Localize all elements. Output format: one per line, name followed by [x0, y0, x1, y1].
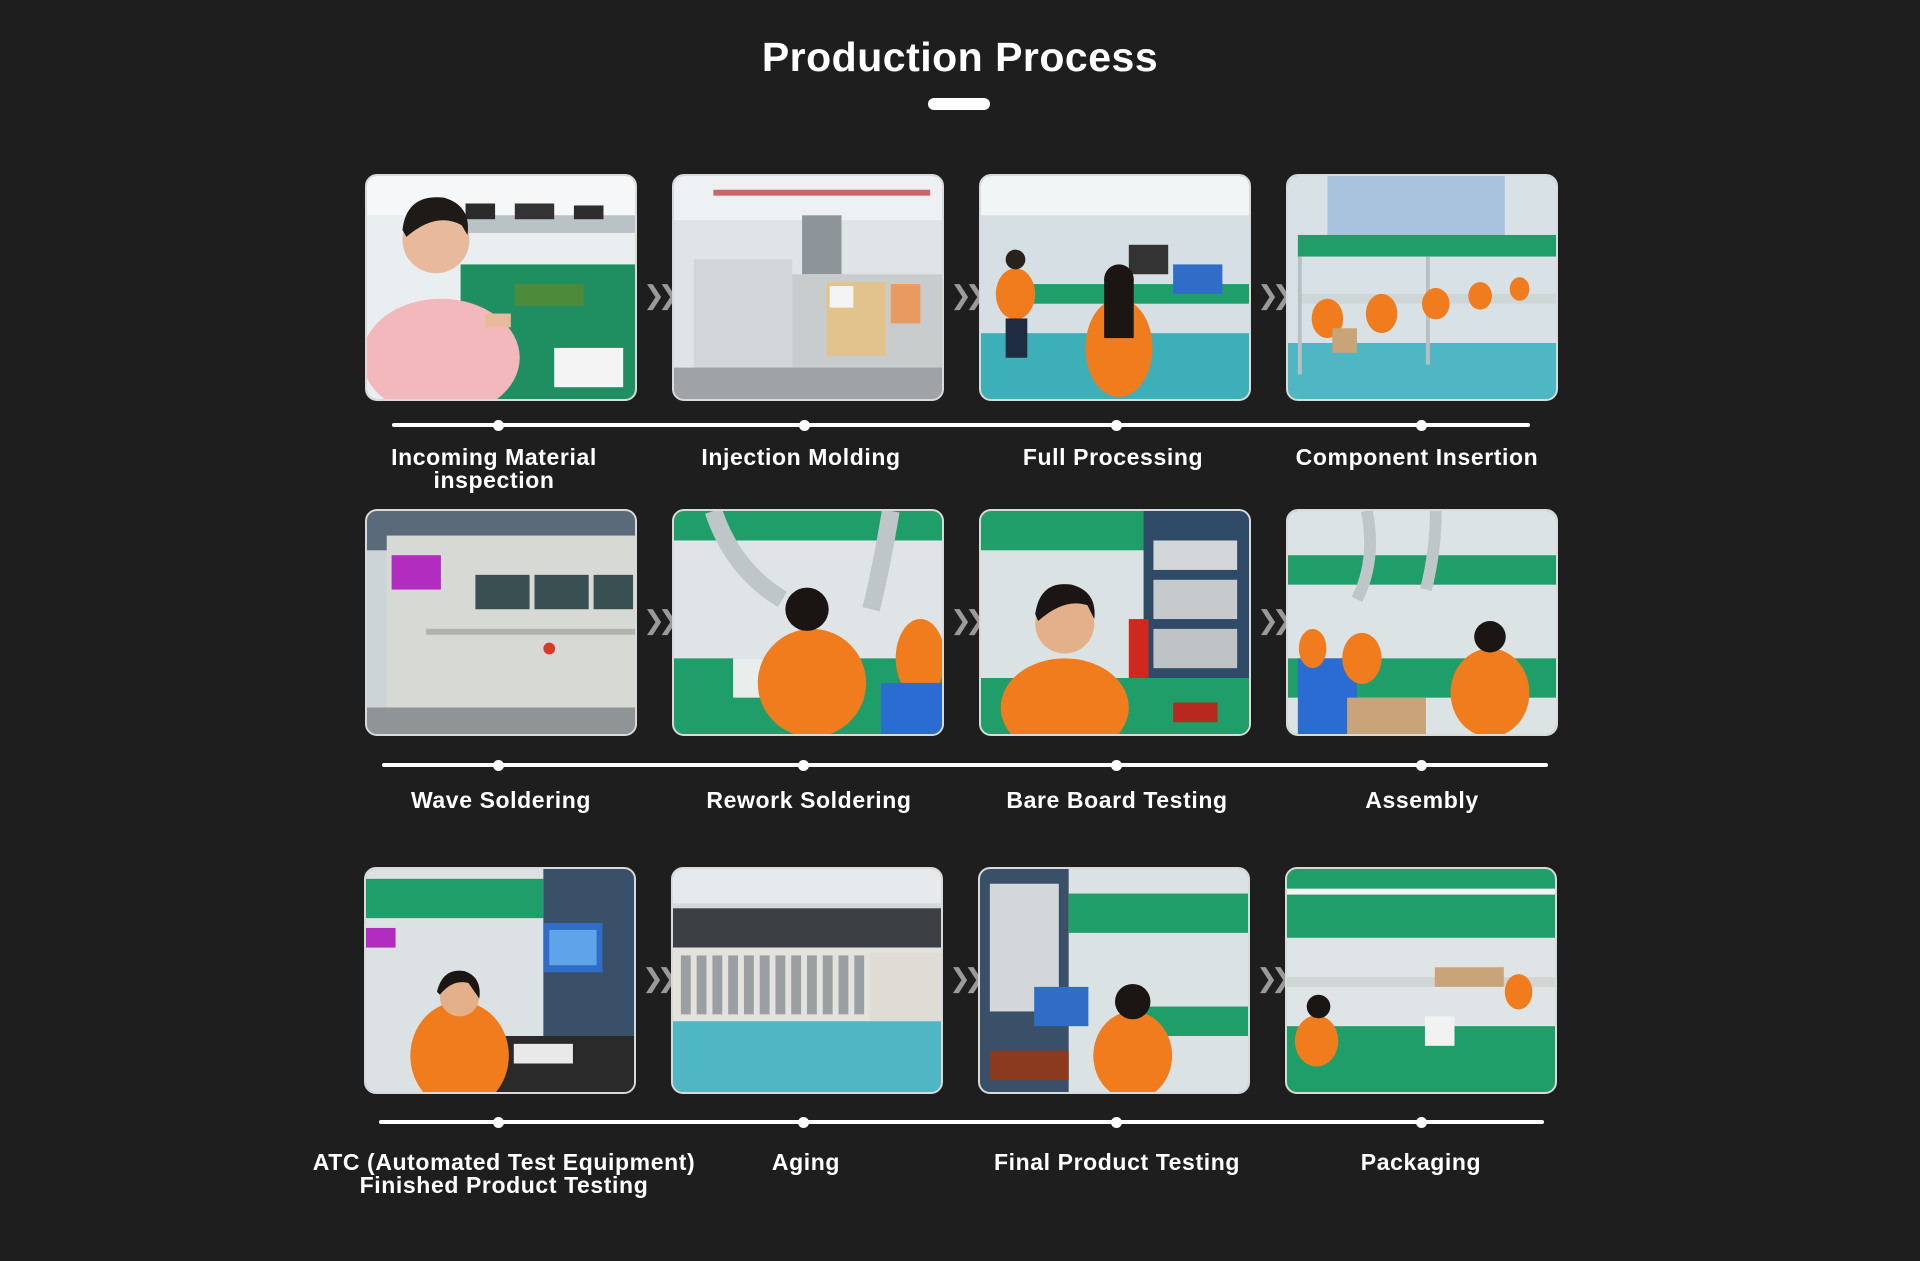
timeline-dot	[1111, 760, 1122, 771]
step-arrow-icon: ❯❯	[1257, 605, 1294, 635]
step-arrow-icon: ❯❯	[949, 963, 986, 993]
timeline-line	[392, 423, 1530, 427]
step-arrow-icon: ❯❯	[950, 280, 987, 310]
step-photo-component-insertion	[1286, 174, 1558, 401]
step-label: Injection Molding	[701, 444, 901, 470]
timeline-dot	[799, 420, 810, 431]
step-label: Rework Soldering	[706, 787, 912, 813]
step-label: Component Insertion	[1295, 444, 1539, 470]
step-photo-atc-finished-product-testing	[364, 867, 636, 1094]
timeline-dot	[1416, 1117, 1427, 1128]
step-photo-rework-soldering	[672, 509, 944, 736]
timeline-line	[382, 763, 1548, 767]
step-photo-assembly	[1286, 509, 1558, 736]
step-label: Incoming Material inspection	[391, 444, 597, 493]
page-title: Production Process	[761, 34, 1159, 80]
step-photo-injection-molding	[672, 174, 944, 401]
timeline-line	[379, 1120, 1544, 1124]
timeline-dot	[493, 1117, 504, 1128]
timeline-dot	[1111, 1117, 1122, 1128]
step-label: Full Processing	[1022, 444, 1204, 470]
timeline-dot	[798, 1117, 809, 1128]
step-photo-packaging	[1285, 867, 1557, 1094]
step-photo-bare-board-testing	[979, 509, 1251, 736]
step-label: Packaging	[1360, 1149, 1482, 1175]
step-label: Wave Soldering	[410, 787, 592, 813]
timeline-dot	[1416, 760, 1427, 771]
step-arrow-icon: ❯❯	[1256, 963, 1293, 993]
step-label: Aging	[771, 1149, 841, 1175]
step-label: Bare Board Testing	[1006, 787, 1228, 813]
step-arrow-icon: ❯❯	[643, 280, 680, 310]
step-arrow-icon: ❯❯	[950, 605, 987, 635]
step-photo-aging	[671, 867, 943, 1094]
timeline-dot	[1111, 420, 1122, 431]
step-arrow-icon: ❯❯	[643, 605, 680, 635]
step-label: Assembly	[1365, 787, 1479, 813]
timeline-dot	[493, 760, 504, 771]
step-photo-incoming-material-inspection	[365, 174, 637, 401]
step-arrow-icon: ❯❯	[642, 963, 679, 993]
title-underline	[928, 98, 990, 110]
timeline-dot	[493, 420, 504, 431]
step-photo-final-product-testing	[978, 867, 1250, 1094]
step-photo-full-processing	[979, 174, 1251, 401]
timeline-dot	[1416, 420, 1427, 431]
timeline-dot	[798, 760, 809, 771]
step-arrow-icon: ❯❯	[1257, 280, 1294, 310]
step-photo-wave-soldering	[365, 509, 637, 736]
step-label: Final Product Testing	[993, 1149, 1240, 1175]
step-label: ATC (Automated Test Equipment) Finished …	[312, 1149, 696, 1198]
